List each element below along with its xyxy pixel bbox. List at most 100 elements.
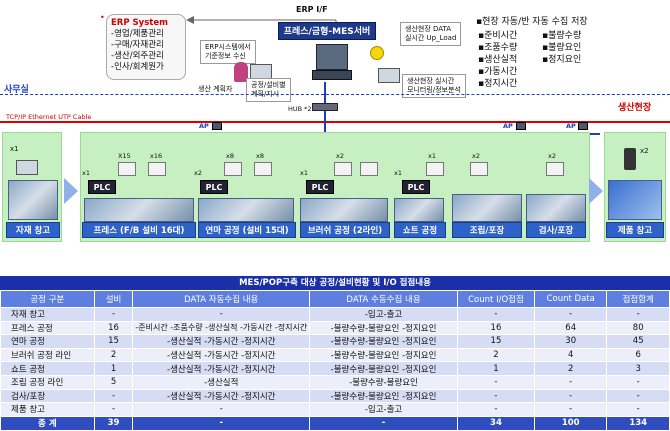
table-cell: -생산실적 -가동시간 -정지시간	[132, 347, 311, 363]
collect-title: ▪현장 자동/반 자동 수집 저장	[476, 17, 588, 27]
office-divider	[0, 94, 670, 95]
collect-item: ▪조품수량	[478, 43, 518, 53]
table-cell: 연마 공정	[0, 334, 95, 349]
press-photo	[84, 198, 194, 222]
warehouse-photo	[8, 180, 58, 220]
terminal-icon	[224, 162, 242, 176]
table-cell: -	[456, 374, 536, 390]
table-cell: -	[456, 402, 536, 417]
table-row: 제품 창고---입고-출고---	[0, 402, 670, 417]
erp-bullet-icon: •	[100, 13, 105, 22]
cable-label: TCP/IP Ethernet UTP Cable	[6, 113, 92, 121]
collect-item: ▪정지시간	[478, 79, 518, 89]
table-cell: -	[132, 415, 311, 431]
table-cell: -	[93, 307, 134, 322]
table-cell: 4	[534, 347, 608, 363]
erp-item: -영업/제품관리	[111, 29, 164, 39]
hub-icon	[312, 103, 338, 111]
table-cell: 134	[606, 415, 670, 431]
table-cell: 15	[93, 334, 134, 349]
table-cell: -	[534, 374, 608, 390]
ap-label: AP	[199, 122, 209, 130]
table-cell: 조립 공정 라인	[0, 374, 95, 390]
brush-photo	[300, 198, 388, 222]
table-cell: 6	[606, 347, 670, 363]
count-label: x8	[226, 152, 234, 160]
table-cell: 검사/포장	[0, 388, 95, 404]
collect-list: ▪현장 자동/반 자동 수집 저장 ▪준비시간 ▪조품수량 ▪생산실적 ▪가동시…	[476, 14, 616, 104]
terminal-icon	[546, 162, 564, 176]
table-cell: -불량수량-불량요인 -정지요인	[309, 388, 458, 404]
bubble-line: 기준정보 수신	[205, 52, 246, 60]
database-icon	[370, 46, 384, 60]
table-cell: -	[456, 388, 536, 404]
handheld-terminal-icon	[624, 148, 636, 170]
plc-icon: PLC	[88, 180, 116, 194]
terminal-icon	[360, 162, 378, 176]
table-cell: 100	[534, 415, 608, 431]
table-row: 검사/포장--생산실적 -가동시간 -정지시간-불량수량-불량요인 -정지요인-…	[0, 388, 670, 404]
table-cell: -	[606, 402, 670, 417]
table-cell: -	[534, 402, 608, 417]
table-cell: -생산실적 -가동시간 -정지시간	[132, 361, 311, 376]
monitor-icon	[378, 68, 400, 83]
area-label: 조립/포장	[452, 222, 522, 238]
table-cell: -	[606, 388, 670, 404]
server-base-icon	[312, 70, 352, 80]
bubble-line: 공정/설비별	[251, 81, 286, 89]
table-cell: -	[606, 307, 670, 322]
table-cell: 15	[456, 334, 536, 349]
table-header: 접점합계	[606, 290, 670, 308]
count-label: x16	[150, 152, 163, 160]
terminal-icon	[334, 162, 352, 176]
plan-bubble: 공정/설비별 계획/지시	[246, 78, 291, 102]
table-cell: -생산실적 -가동시간 -정지시간	[132, 388, 311, 404]
area-label: 브러쉬 공정 (2라인)	[300, 222, 390, 238]
collect-item: ▪가동시간	[478, 67, 518, 77]
table-cell: 프레스 공정	[0, 320, 95, 336]
table-cell: 64	[534, 320, 608, 336]
access-point-icon	[516, 122, 526, 130]
collect-item: ▪정지요인	[542, 55, 582, 65]
count-label: x1	[82, 169, 90, 177]
bubble-line: 생산현장 DATA	[405, 25, 452, 33]
count-label: x1	[394, 169, 402, 177]
access-point-icon	[212, 122, 222, 130]
plc-icon: PLC	[200, 180, 228, 194]
assembly-photo	[452, 194, 522, 222]
table-cell: -	[309, 415, 458, 431]
terminal-icon	[470, 162, 488, 176]
erp-receive-bubble: ERP시스템에서 기준정보 수신	[200, 40, 256, 64]
process-io-table: 공정 구분 설비 DATA 자동수집 내용 DATA 수동수집 내용 Count…	[0, 290, 670, 431]
table-cell: 종 계	[0, 415, 95, 431]
area-label: 연마 공정 (설비 15대)	[198, 222, 296, 238]
count-label: x2	[472, 152, 480, 160]
table-header: DATA 자동수집 내용	[132, 290, 311, 308]
table-header: 설비	[93, 290, 134, 308]
count-label: X15	[118, 152, 131, 160]
count-label: x2	[194, 169, 202, 177]
table-cell: -불량수량-불량요인	[309, 374, 458, 390]
table-cell: -불량수량-불량요인 -정지요인	[309, 347, 458, 363]
ap-label: AP	[503, 122, 513, 130]
table-cell: -생산실적	[132, 374, 311, 390]
table-cell: 2	[534, 361, 608, 376]
table-row: 자재 창고---입고-출고---	[0, 307, 670, 322]
table-header: 공정 구분	[0, 290, 95, 308]
table-cell: -불량수량-불량요인 -정지요인	[309, 334, 458, 349]
planner-label: 생산 계획자	[198, 85, 233, 93]
field-label: 생산현장	[618, 103, 652, 113]
collect-item: ▪준비시간	[478, 31, 518, 41]
count-label: x8	[256, 152, 264, 160]
count-label: x1	[300, 169, 308, 177]
table-cell: -입고-출고	[309, 307, 458, 322]
table-cell: 30	[534, 334, 608, 349]
erp-item: -구매/자재관리	[111, 40, 164, 50]
grinding-photo	[198, 198, 294, 222]
table-cell: 브러쉬 공정 라인	[0, 347, 95, 363]
count-label: x2	[640, 147, 649, 155]
table-cell: -	[132, 402, 311, 417]
table-header: DATA 수동수집 내용	[309, 290, 458, 308]
table-cell: -불량수량-불량요인 -정지요인	[309, 320, 458, 336]
bubble-line: 실시간 Up_Load	[405, 34, 457, 42]
